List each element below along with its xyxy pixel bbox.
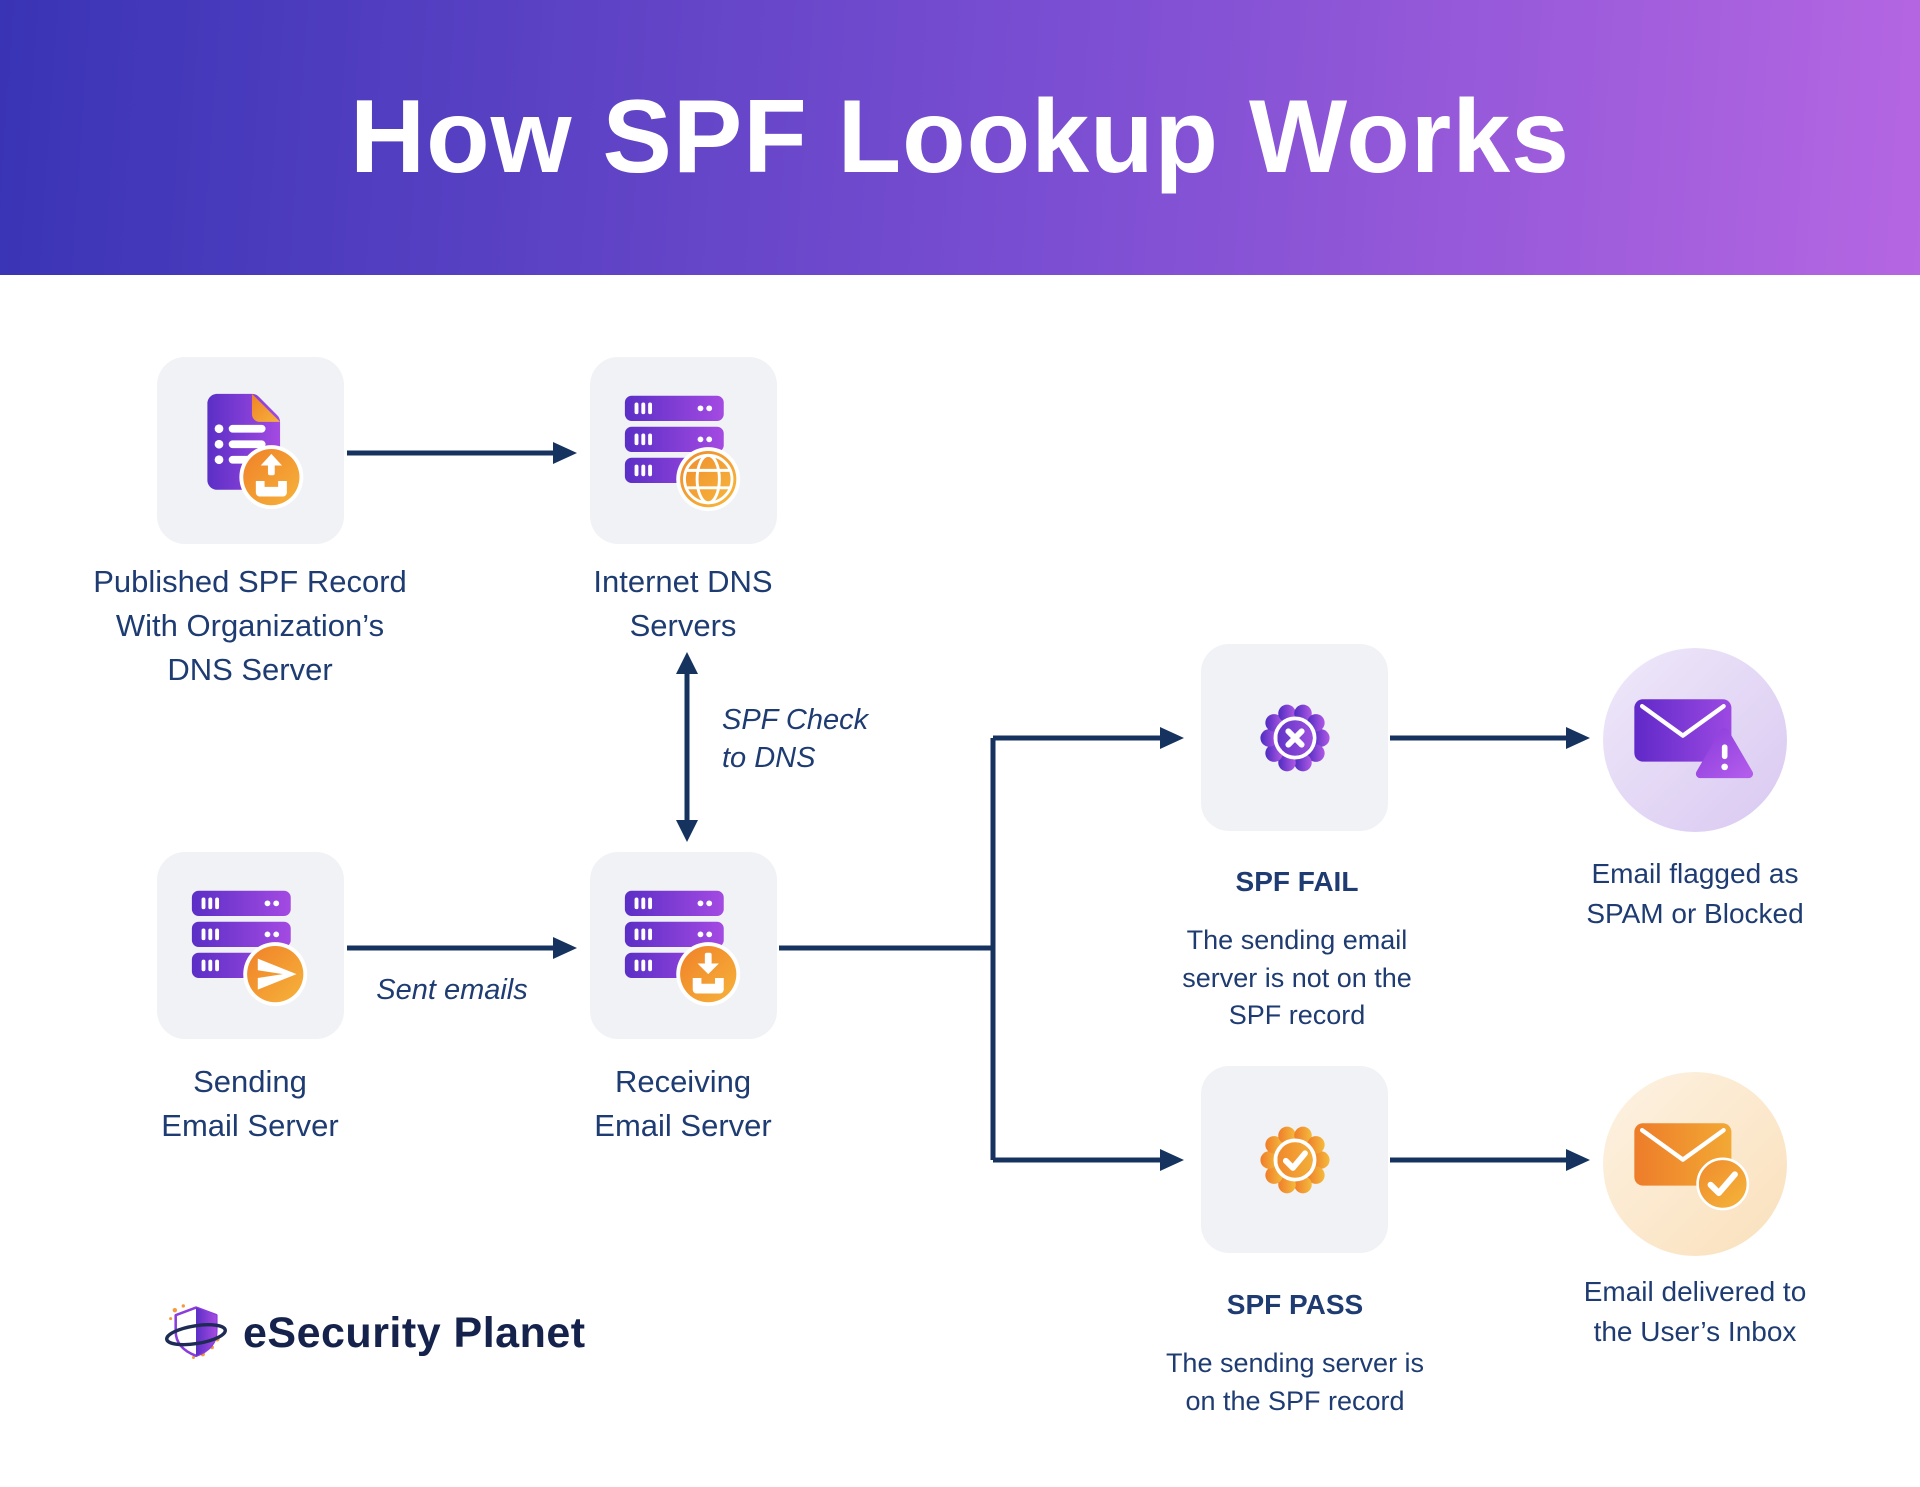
spf-pass-desc: The sending server is on the SPF record	[1165, 1347, 1425, 1416]
esecurity-planet-logo: eSecurity Planet	[163, 1300, 586, 1366]
sent-emails-arrow	[347, 937, 577, 959]
result-text-spf-fail: SPF FAIL The sending email server is not…	[1097, 845, 1497, 1053]
document-upload-icon	[206, 393, 303, 509]
envelope-warning-icon	[1634, 699, 1754, 779]
pass-to-inbox-arrow	[1390, 1149, 1590, 1171]
branch-to-fail-arrow	[993, 727, 1184, 749]
caption-email-delivered-inbox: Email delivered to the User’s Inbox	[1583, 1276, 1807, 1347]
outcome-circle-spam	[1603, 648, 1787, 832]
result-text-spf-pass: SPF PASS The sending server is on the SP…	[1095, 1268, 1495, 1438]
spf-fail-title: SPF FAIL	[1235, 866, 1359, 897]
shield-orbit-icon	[165, 1304, 227, 1360]
badge-check-icon	[1259, 1126, 1330, 1193]
badge-x-icon	[1259, 704, 1330, 771]
server-send-icon	[191, 890, 307, 1006]
caption-sending-email-server: Sending Email Server	[161, 1064, 339, 1144]
caption-receiving-email-server: Receiving Email Server	[594, 1064, 772, 1144]
envelope-check-icon	[1634, 1123, 1750, 1211]
label-spf-check-to-dns: SPF Check to DNS	[722, 704, 869, 774]
node-receiving-email-server	[590, 852, 777, 1039]
header-banner: How SPF Lookup Works	[0, 0, 1920, 275]
node-sending-email-server	[157, 852, 344, 1039]
fail-to-spam-arrow	[1390, 727, 1590, 749]
page-title: How SPF Lookup Works	[350, 79, 1570, 195]
logo-wordmark: eSecurity Planet	[243, 1308, 586, 1357]
spf-check-double-arrow	[676, 652, 698, 842]
result-card-spf-fail	[1201, 644, 1388, 831]
branch-to-pass-arrow	[993, 1149, 1184, 1171]
outcome-circle-inbox	[1603, 1072, 1787, 1256]
spf-fail-desc: The sending email server is not on the S…	[1182, 924, 1412, 1031]
branch-trunk-line	[779, 738, 996, 1160]
label-sent-emails: Sent emails	[376, 974, 528, 1006]
node-published-spf-record	[157, 357, 344, 544]
published-to-dns-arrow	[347, 442, 577, 464]
node-internet-dns-servers	[590, 357, 777, 544]
spf-pass-title: SPF PASS	[1226, 1289, 1364, 1320]
server-globe-icon	[624, 395, 740, 511]
caption-published-spf-record: Published SPF Record With Organization’s…	[93, 564, 407, 688]
result-card-spf-pass	[1201, 1066, 1388, 1253]
caption-internet-dns-servers: Internet DNS Servers	[593, 564, 773, 644]
server-download-icon	[624, 890, 740, 1006]
caption-email-flagged-spam: Email flagged as SPAM or Blocked	[1586, 858, 1804, 929]
